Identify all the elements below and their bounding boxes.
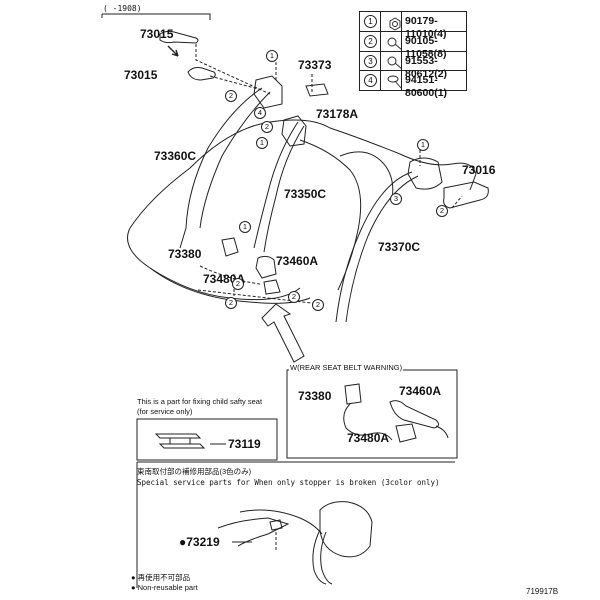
callout-2: 2 bbox=[288, 291, 300, 303]
diagram-id: 719917B bbox=[526, 587, 559, 596]
part-label-73350c[interactable]: 73350C bbox=[284, 187, 327, 201]
dashed-leader bbox=[195, 44, 271, 95]
callout-1: 1 bbox=[239, 221, 251, 233]
part-label-73015-upper[interactable]: 73015 bbox=[140, 27, 174, 41]
legend-part-number: 91553-80612(2) bbox=[405, 55, 448, 80]
child-seat-note: This is a part for fixing child safty se… bbox=[137, 397, 263, 406]
special-bolt bbox=[269, 519, 283, 531]
retractor-center bbox=[281, 115, 307, 147]
special-note-en: Special service parts for When only stop… bbox=[137, 478, 440, 487]
buckle-73460a bbox=[255, 255, 277, 279]
warning-buckle bbox=[344, 383, 362, 405]
part-label-73460a[interactable]: 73460A bbox=[276, 254, 319, 268]
callout-2: 2 bbox=[312, 299, 324, 311]
callout-1: 1 bbox=[266, 50, 278, 62]
special-note-jp: 東南取付部の補修用部品(3色のみ) bbox=[137, 467, 252, 476]
callout-2: 2 bbox=[225, 90, 237, 102]
legend-row: 3 91553-80612(2) bbox=[360, 51, 466, 80]
part-label-73219[interactable]: ●73219 bbox=[179, 535, 220, 549]
part-label-73373[interactable]: 73373 bbox=[298, 58, 332, 72]
callout-4: 4 bbox=[254, 107, 266, 119]
warning-box-title: W(REAR SEAT BELT WARNING) bbox=[289, 363, 404, 372]
warning-part-73460a bbox=[389, 400, 440, 429]
belt-73350c bbox=[263, 125, 305, 253]
special-belt bbox=[320, 531, 333, 585]
dashed-leader bbox=[451, 195, 463, 209]
legend-number: 4 bbox=[364, 74, 377, 87]
legend-number: 1 bbox=[364, 15, 377, 28]
special-belt bbox=[239, 509, 323, 535]
seat-back-contour bbox=[339, 151, 394, 201]
part-73373 bbox=[305, 83, 329, 97]
callout-2: 2 bbox=[261, 121, 273, 133]
child-seat-bracket bbox=[154, 433, 206, 449]
front-arrow bbox=[261, 303, 305, 363]
dashed-leader bbox=[209, 75, 263, 91]
arrow-down bbox=[167, 45, 179, 57]
seat-cushion-dashed bbox=[199, 265, 261, 285]
anchor-73016 bbox=[443, 181, 489, 209]
special-retractor bbox=[319, 501, 373, 558]
part-label-73119[interactable]: 73119 bbox=[228, 437, 261, 451]
callout-1: 1 bbox=[256, 137, 268, 149]
child-seat-note: (for service only) bbox=[137, 407, 193, 416]
belt-73360c bbox=[179, 87, 263, 249]
callout-2: 2 bbox=[232, 278, 244, 290]
part-label-73360c[interactable]: 73360C bbox=[154, 149, 197, 163]
bolt-icon bbox=[387, 56, 403, 70]
warning-part-label-73380[interactable]: 73380 bbox=[298, 389, 332, 403]
retractor-right bbox=[407, 157, 443, 190]
callout-3: 3 bbox=[390, 193, 402, 205]
nut-icon bbox=[389, 17, 401, 31]
retractor-left bbox=[253, 75, 283, 109]
seat-back-contour bbox=[299, 139, 362, 291]
warning-part-label-73460a[interactable]: 73460A bbox=[399, 384, 442, 398]
warning-wire bbox=[343, 403, 393, 441]
top-bracket-line bbox=[101, 13, 211, 20]
legend-part-number: 94151-80600(1) bbox=[405, 74, 448, 99]
belt-73350c bbox=[253, 121, 299, 249]
belt-73370c bbox=[335, 171, 413, 323]
warning-wire bbox=[435, 425, 449, 439]
part-label-73015-lower[interactable]: 73015 bbox=[124, 68, 158, 82]
callout-1: 1 bbox=[417, 139, 429, 151]
child-seat-box bbox=[136, 418, 278, 461]
part-label-73016[interactable]: 73016 bbox=[462, 163, 496, 177]
part-label-73178a[interactable]: 73178A bbox=[316, 107, 359, 121]
dashed-leader bbox=[197, 289, 321, 305]
footnote-en: ● Non-reusable part bbox=[131, 583, 198, 592]
fastener-legend-table: 1 90179-11010(4) 2 90105-11058(8) 3 9155… bbox=[359, 11, 467, 99]
special-belt bbox=[312, 529, 327, 585]
warning-part-label-73480a[interactable]: 73480A bbox=[347, 431, 390, 445]
legend-number: 3 bbox=[364, 55, 377, 68]
screw-icon bbox=[387, 75, 402, 89]
anchor-73015-lower bbox=[187, 67, 216, 81]
buckle-73480a bbox=[263, 279, 281, 295]
part-label-73380[interactable]: 73380 bbox=[168, 247, 202, 261]
anchor-73015-upper bbox=[159, 30, 199, 44]
callout-2: 2 bbox=[436, 205, 448, 217]
warning-part-73480a bbox=[395, 423, 417, 443]
part-label-73370c[interactable]: 73370C bbox=[378, 240, 421, 254]
special-bracket bbox=[217, 517, 290, 547]
buckle-73380 bbox=[221, 237, 239, 257]
callout-2: 2 bbox=[225, 297, 237, 309]
bolt-icon bbox=[387, 37, 403, 51]
footnote-jp: ● 再使用不可部品 bbox=[131, 573, 191, 582]
seat-back-outline bbox=[129, 119, 477, 229]
seat-cushion bbox=[127, 227, 301, 301]
legend-row: 1 90179-11010(4) bbox=[360, 12, 466, 40]
legend-number: 2 bbox=[364, 35, 377, 48]
legend-row: 4 94151-80600(1) bbox=[360, 70, 466, 99]
legend-row: 2 90105-11058(8) bbox=[360, 31, 466, 60]
top-note: ( -1908) bbox=[103, 4, 142, 13]
belt-73370c bbox=[345, 175, 419, 323]
